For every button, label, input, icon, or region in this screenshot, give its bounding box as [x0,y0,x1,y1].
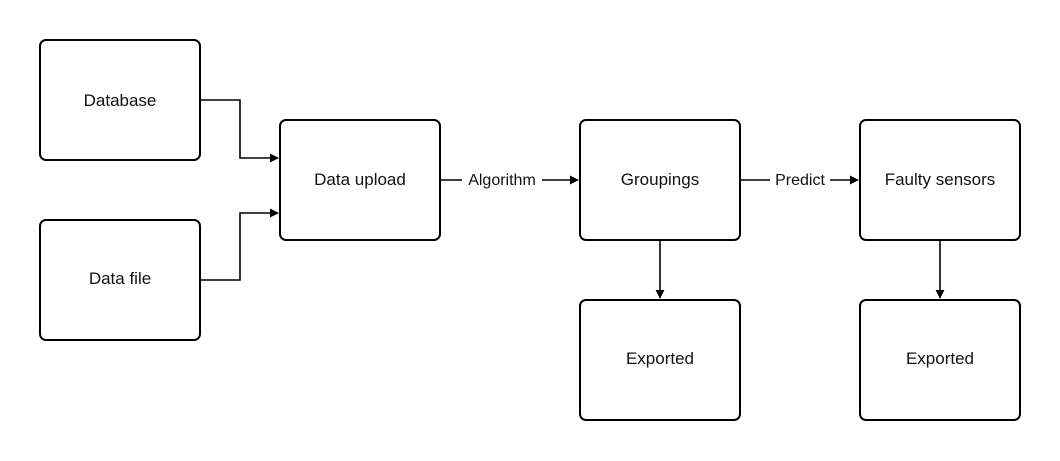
node-exported-faulty-label: Exported [906,349,974,368]
edges: Algorithm Predict [200,99,945,299]
node-faulty-sensors[interactable]: Faulty sensors [859,119,1021,241]
node-groupings-label: Groupings [621,170,699,189]
node-data-file[interactable]: Data file [39,219,201,341]
node-database-label: Database [84,91,157,110]
node-groupings[interactable]: Groupings [579,119,741,241]
node-data-file-box [39,219,201,341]
node-exported-groupings-box [579,299,741,421]
edge-label-background [770,168,830,190]
edge-label-predict: Predict [775,172,825,189]
node-data-upload-box [279,119,441,241]
node-data-upload-label: Data upload [314,170,406,189]
edge-data-file-to-upload [200,208,279,281]
node-data-file-label: Data file [89,269,151,288]
node-exported-faulty-box [859,299,1021,421]
node-database-box [39,39,201,161]
node-database[interactable]: Database [39,39,201,161]
node-exported-groupings[interactable]: Exported [579,299,741,421]
edge-label-algorithm: Algorithm [468,172,536,189]
edge-upload-to-groupings: Algorithm [440,168,579,190]
node-faulty-sensors-box [859,119,1021,241]
node-exported-faulty[interactable]: Exported [859,299,1021,421]
node-groupings-box [579,119,741,241]
edge-label-background [462,168,542,190]
edge-groupings-to-faulty: Predict [740,168,859,190]
edge-database-to-upload [200,99,279,163]
node-data-upload[interactable]: Data upload [279,119,441,241]
node-faulty-sensors-label: Faulty sensors [885,170,996,189]
node-exported-groupings-label: Exported [626,349,694,368]
